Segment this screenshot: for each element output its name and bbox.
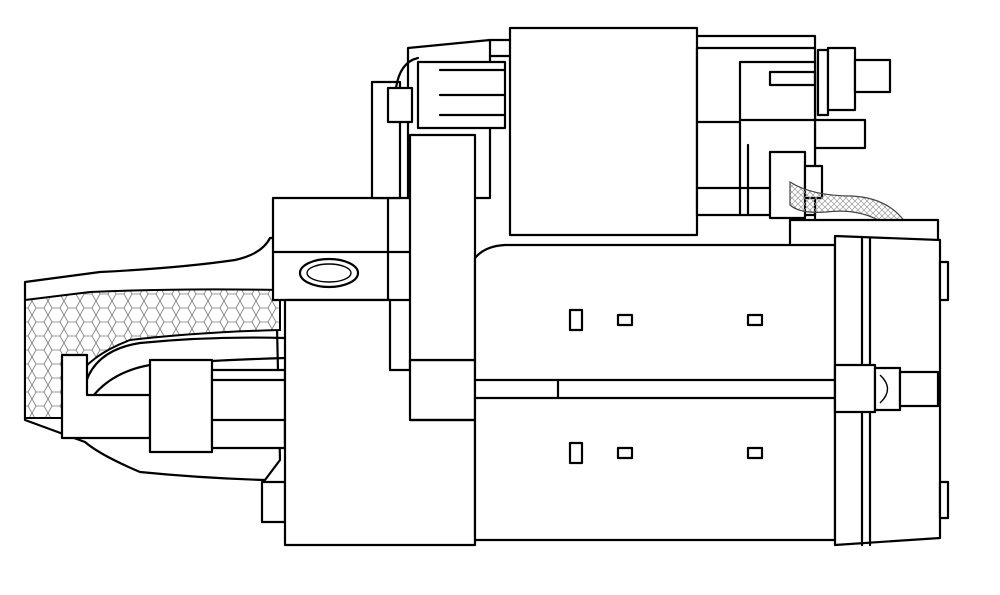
pinion-nose-cone [23, 236, 317, 524]
mounting-bolt-hole [298, 257, 360, 289]
through-bolt [833, 363, 940, 414]
solenoid-terminal-nut [826, 46, 857, 112]
solenoid-terminal-stud [813, 46, 892, 150]
